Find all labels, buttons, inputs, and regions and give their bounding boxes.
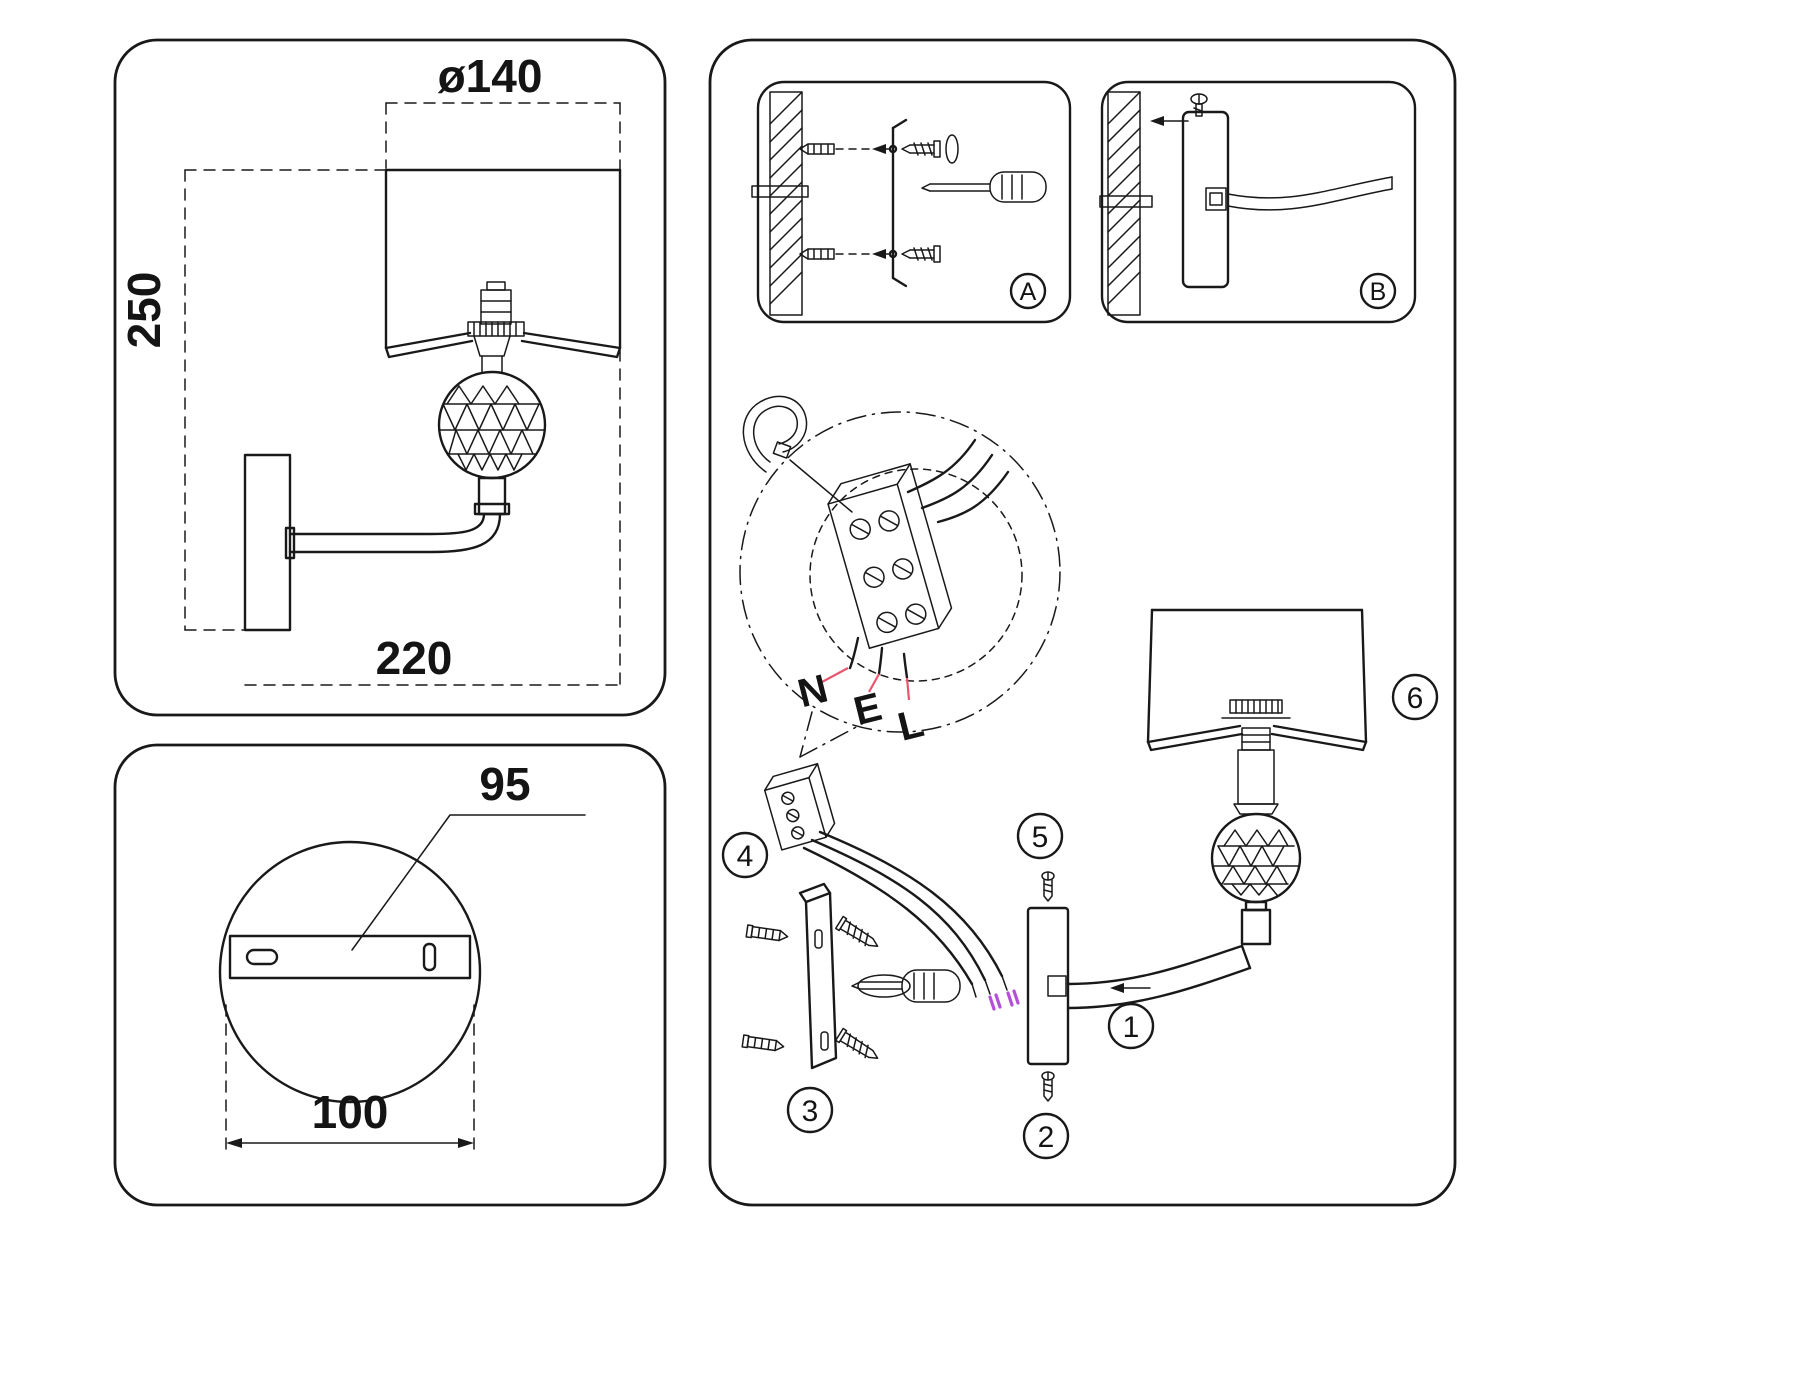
backplate-circle xyxy=(218,840,482,1104)
badge-2-label: 2 xyxy=(1038,1121,1055,1154)
lamp-shade-6 xyxy=(1146,608,1368,752)
lamp-shade-side xyxy=(384,168,622,359)
wall-anchors-a xyxy=(799,143,889,260)
lamp-arm-side xyxy=(284,476,511,560)
screwdriver-a xyxy=(921,171,1047,203)
dim-hole-spacing-label: 95 xyxy=(479,758,530,810)
dim-plate-width-label: 100 xyxy=(312,1086,389,1138)
wall-plate-b xyxy=(1181,110,1230,289)
lamp-wires xyxy=(802,830,1008,998)
badge-a: A xyxy=(1009,272,1047,310)
step-b-border xyxy=(1100,80,1417,324)
screws-a xyxy=(872,134,959,263)
step-1-group: 5 2 1 xyxy=(1016,812,1155,1160)
mounting-bracket-back xyxy=(228,934,472,980)
bracket-a xyxy=(888,118,908,288)
wires-into-block xyxy=(906,438,1010,524)
dim-100-extensions xyxy=(225,1004,475,1151)
badge-5: 5 xyxy=(1016,812,1064,860)
lamp-socket-6 xyxy=(1233,727,1279,815)
wall-plate-side xyxy=(243,453,292,632)
badge-3: 3 xyxy=(786,1086,834,1134)
mounting-bracket-3 xyxy=(798,882,838,1070)
terminal-block-large xyxy=(827,463,953,649)
badge-6: 6 xyxy=(1391,673,1439,721)
wire-label-neutral: N xyxy=(794,667,833,717)
crystal-ball-6 xyxy=(1210,812,1302,904)
attach-arrow-1 xyxy=(1110,983,1151,993)
cable-b xyxy=(1227,176,1393,211)
step-6-group: 6 xyxy=(1066,608,1439,1010)
terminal-block-small xyxy=(763,763,836,851)
wires-out-of-block xyxy=(848,636,909,680)
cable-clamp-1 xyxy=(1047,975,1067,997)
wire-label-earth: E xyxy=(850,685,887,734)
badge-5-label: 5 xyxy=(1032,821,1049,854)
dim-100-line xyxy=(226,1138,474,1148)
wire-label-live: L xyxy=(894,701,928,750)
crystal-ball-side xyxy=(437,370,547,480)
dim-depth-label: 220 xyxy=(376,632,453,684)
screw-5 xyxy=(1041,871,1055,902)
dim-height-label: 250 xyxy=(118,272,170,349)
lamp-socket-side xyxy=(467,281,525,373)
hanging-hook xyxy=(742,395,853,513)
wiring-balloon: N E L xyxy=(739,395,1061,758)
wall-section-b xyxy=(1099,91,1153,316)
screw-2 xyxy=(1041,1071,1055,1102)
insert-arrow-b xyxy=(1150,116,1189,126)
step-a-border xyxy=(756,80,1072,324)
screw-3b xyxy=(834,1027,879,1060)
step-b-inset: B xyxy=(1099,80,1417,324)
badge-3-label: 3 xyxy=(802,1095,819,1128)
screw-3a xyxy=(834,915,879,948)
step-a-inset: A xyxy=(751,80,1072,324)
badge-6-label: 6 xyxy=(1407,682,1424,715)
balloon-inner-circle xyxy=(809,468,1023,682)
wall-anchor-3a xyxy=(745,924,789,942)
panel-side-view-border xyxy=(113,38,667,717)
top-screw-b xyxy=(1190,93,1208,117)
balloon-tail xyxy=(799,711,863,758)
badge-2: 2 xyxy=(1022,1112,1070,1160)
badge-1: 1 xyxy=(1107,1002,1155,1050)
badge-4-label: 4 xyxy=(737,840,754,873)
step-3-group: 3 xyxy=(741,882,961,1134)
step-4-group: 4 xyxy=(721,763,1020,1011)
panel-side-view: ø140 250 220 xyxy=(113,38,667,717)
dimension-extension-lines xyxy=(184,102,621,686)
wall-section-a xyxy=(751,91,809,316)
badge-1-label: 1 xyxy=(1123,1011,1140,1044)
wire-tips xyxy=(988,989,1020,1011)
cable-clamp-b xyxy=(1205,187,1227,211)
lamp-arm-6 xyxy=(1066,900,1272,1010)
leader-95 xyxy=(351,814,586,951)
wire-leader-lines xyxy=(821,667,911,701)
shade-fitting-6 xyxy=(1221,699,1291,719)
wall-plate-1 xyxy=(1026,906,1070,1066)
panel-installation: A xyxy=(708,38,1457,1207)
badge-b-label: B xyxy=(1370,278,1387,306)
screwdriver-3 xyxy=(851,969,961,1003)
panel-back-view: 95 100 xyxy=(113,743,667,1207)
balloon-outer-circle xyxy=(739,411,1061,733)
panel-installation-border xyxy=(708,38,1457,1207)
badge-4: 4 xyxy=(721,831,769,879)
panel-back-view-border xyxy=(113,743,667,1207)
badge-b: B xyxy=(1359,272,1397,310)
wall-anchor-3b xyxy=(741,1034,785,1052)
badge-a-label: A xyxy=(1020,278,1037,306)
dim-diameter-label: ø140 xyxy=(438,50,543,102)
